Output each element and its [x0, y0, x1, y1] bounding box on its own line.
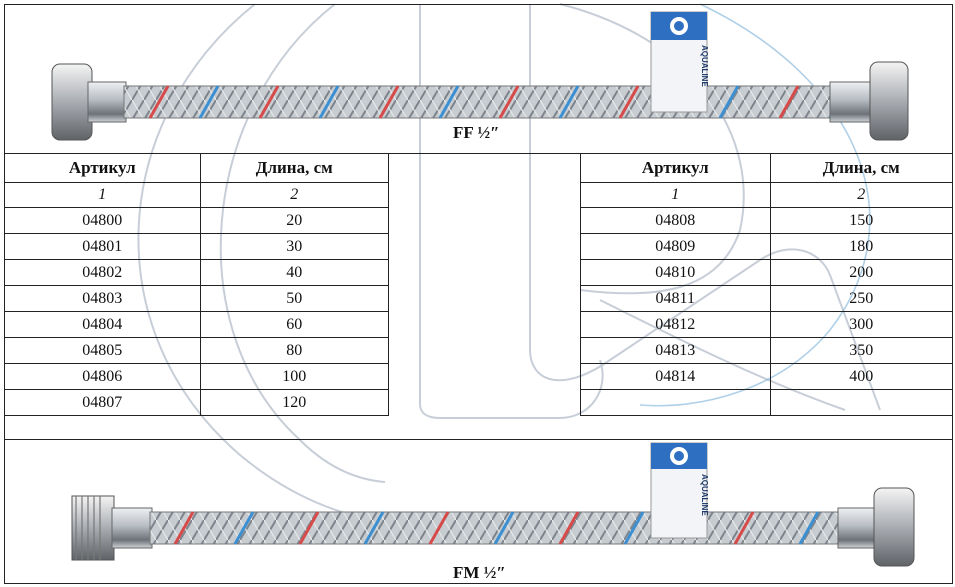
right-nut-icon — [869, 61, 909, 141]
length-cell: 30 — [199, 233, 389, 260]
section-divider-top — [4, 153, 953, 154]
left-nut-icon — [51, 63, 93, 141]
product-caption-fm: FM ½″ — [453, 563, 506, 582]
length-cell: 250 — [769, 285, 953, 312]
length-cell: 400 — [769, 363, 953, 390]
article-cell: 04814 — [580, 363, 771, 390]
article-cell: 04800 — [4, 207, 201, 234]
length-cell: 100 — [199, 363, 389, 390]
col-index: 1 — [580, 182, 771, 208]
article-cell: 04805 — [4, 337, 201, 364]
table-row — [580, 389, 953, 416]
length-cell: 80 — [199, 337, 389, 364]
article-cell: 04801 — [4, 233, 201, 260]
length-cell: 120 — [199, 389, 389, 416]
article-cell: 04803 — [4, 285, 201, 312]
col-header-article: Артикул — [580, 153, 771, 183]
svg-text:AQUALINE: AQUALINE — [700, 45, 709, 87]
length-cell: 180 — [769, 233, 953, 260]
length-cell: 50 — [199, 285, 389, 312]
article-cell: 04811 — [580, 285, 771, 312]
female-nut-icon — [873, 487, 915, 567]
article-cell: 04810 — [580, 259, 771, 286]
length-cell — [769, 389, 953, 416]
col-index: 2 — [199, 182, 389, 208]
length-cell: 200 — [769, 259, 953, 286]
svg-text:AQUALINE: AQUALINE — [700, 474, 709, 516]
length-cell: 60 — [199, 311, 389, 338]
article-cell — [580, 389, 771, 416]
article-cell: 04812 — [580, 311, 771, 338]
length-cell: 350 — [769, 337, 953, 364]
length-cell: 20 — [199, 207, 389, 234]
col-header-length: Длина, см — [199, 153, 389, 183]
col-index: 2 — [769, 182, 953, 208]
article-cell: 04802 — [4, 259, 201, 286]
col-header-length: Длина, см — [769, 153, 953, 183]
article-cell: 04804 — [4, 311, 201, 338]
article-cell: 04813 — [580, 337, 771, 364]
section-divider-bottom — [4, 439, 953, 440]
length-cell: 150 — [769, 207, 953, 234]
article-cell: 04807 — [4, 389, 201, 416]
col-index: 1 — [4, 182, 201, 208]
article-cell: 04809 — [580, 233, 771, 260]
article-cell: 04806 — [4, 363, 201, 390]
length-cell: 300 — [769, 311, 953, 338]
article-cell: 04808 — [580, 207, 771, 234]
male-thread-icon — [71, 495, 115, 561]
length-cell: 40 — [199, 259, 389, 286]
product-caption-ff: FF ½″ — [453, 123, 500, 142]
col-header-article: Артикул — [4, 153, 201, 183]
